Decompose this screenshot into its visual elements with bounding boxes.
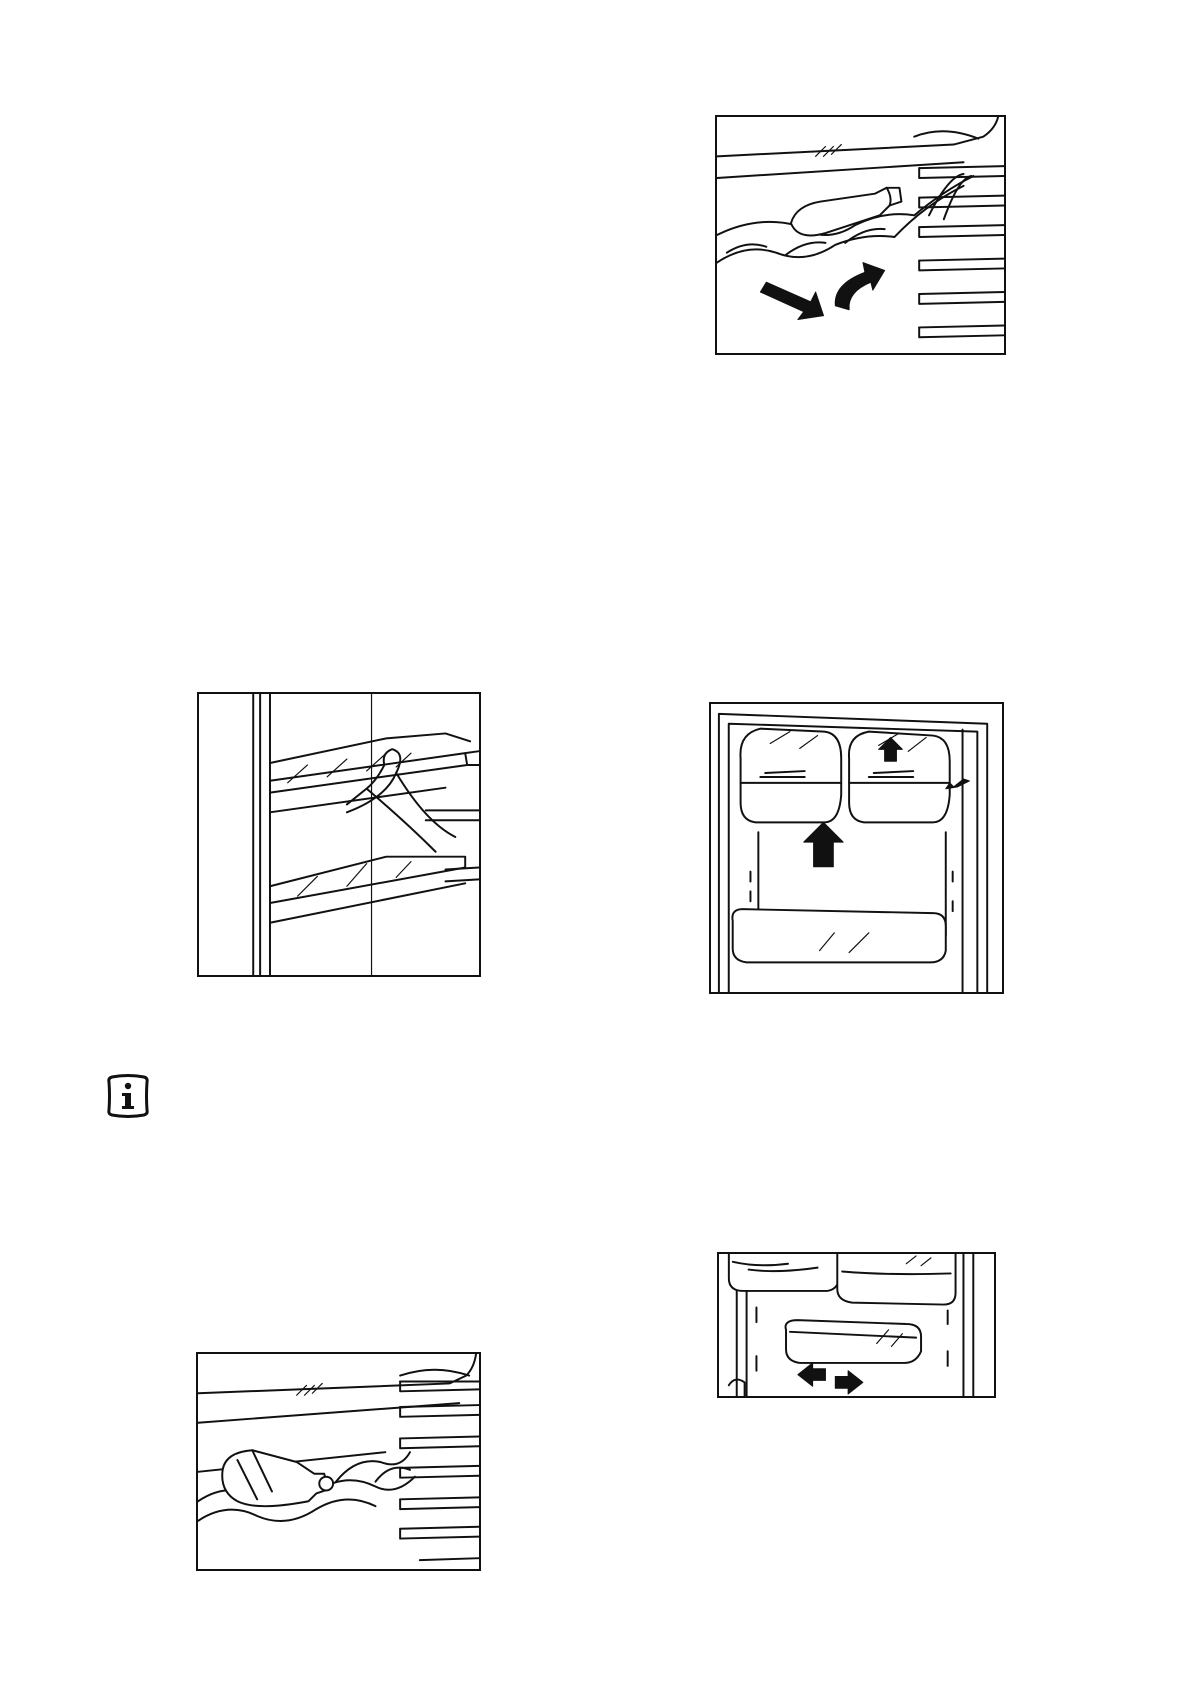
bottle-rack-tilt-illustration: [715, 115, 1006, 355]
shelf-removal-illustration: [197, 692, 481, 977]
bottle-rack-illustration: [196, 1352, 481, 1571]
info-icon: [106, 1074, 150, 1118]
door-balcony-slide-illustration: [717, 1252, 996, 1398]
door-balcony-removal-illustration: [709, 702, 1004, 994]
